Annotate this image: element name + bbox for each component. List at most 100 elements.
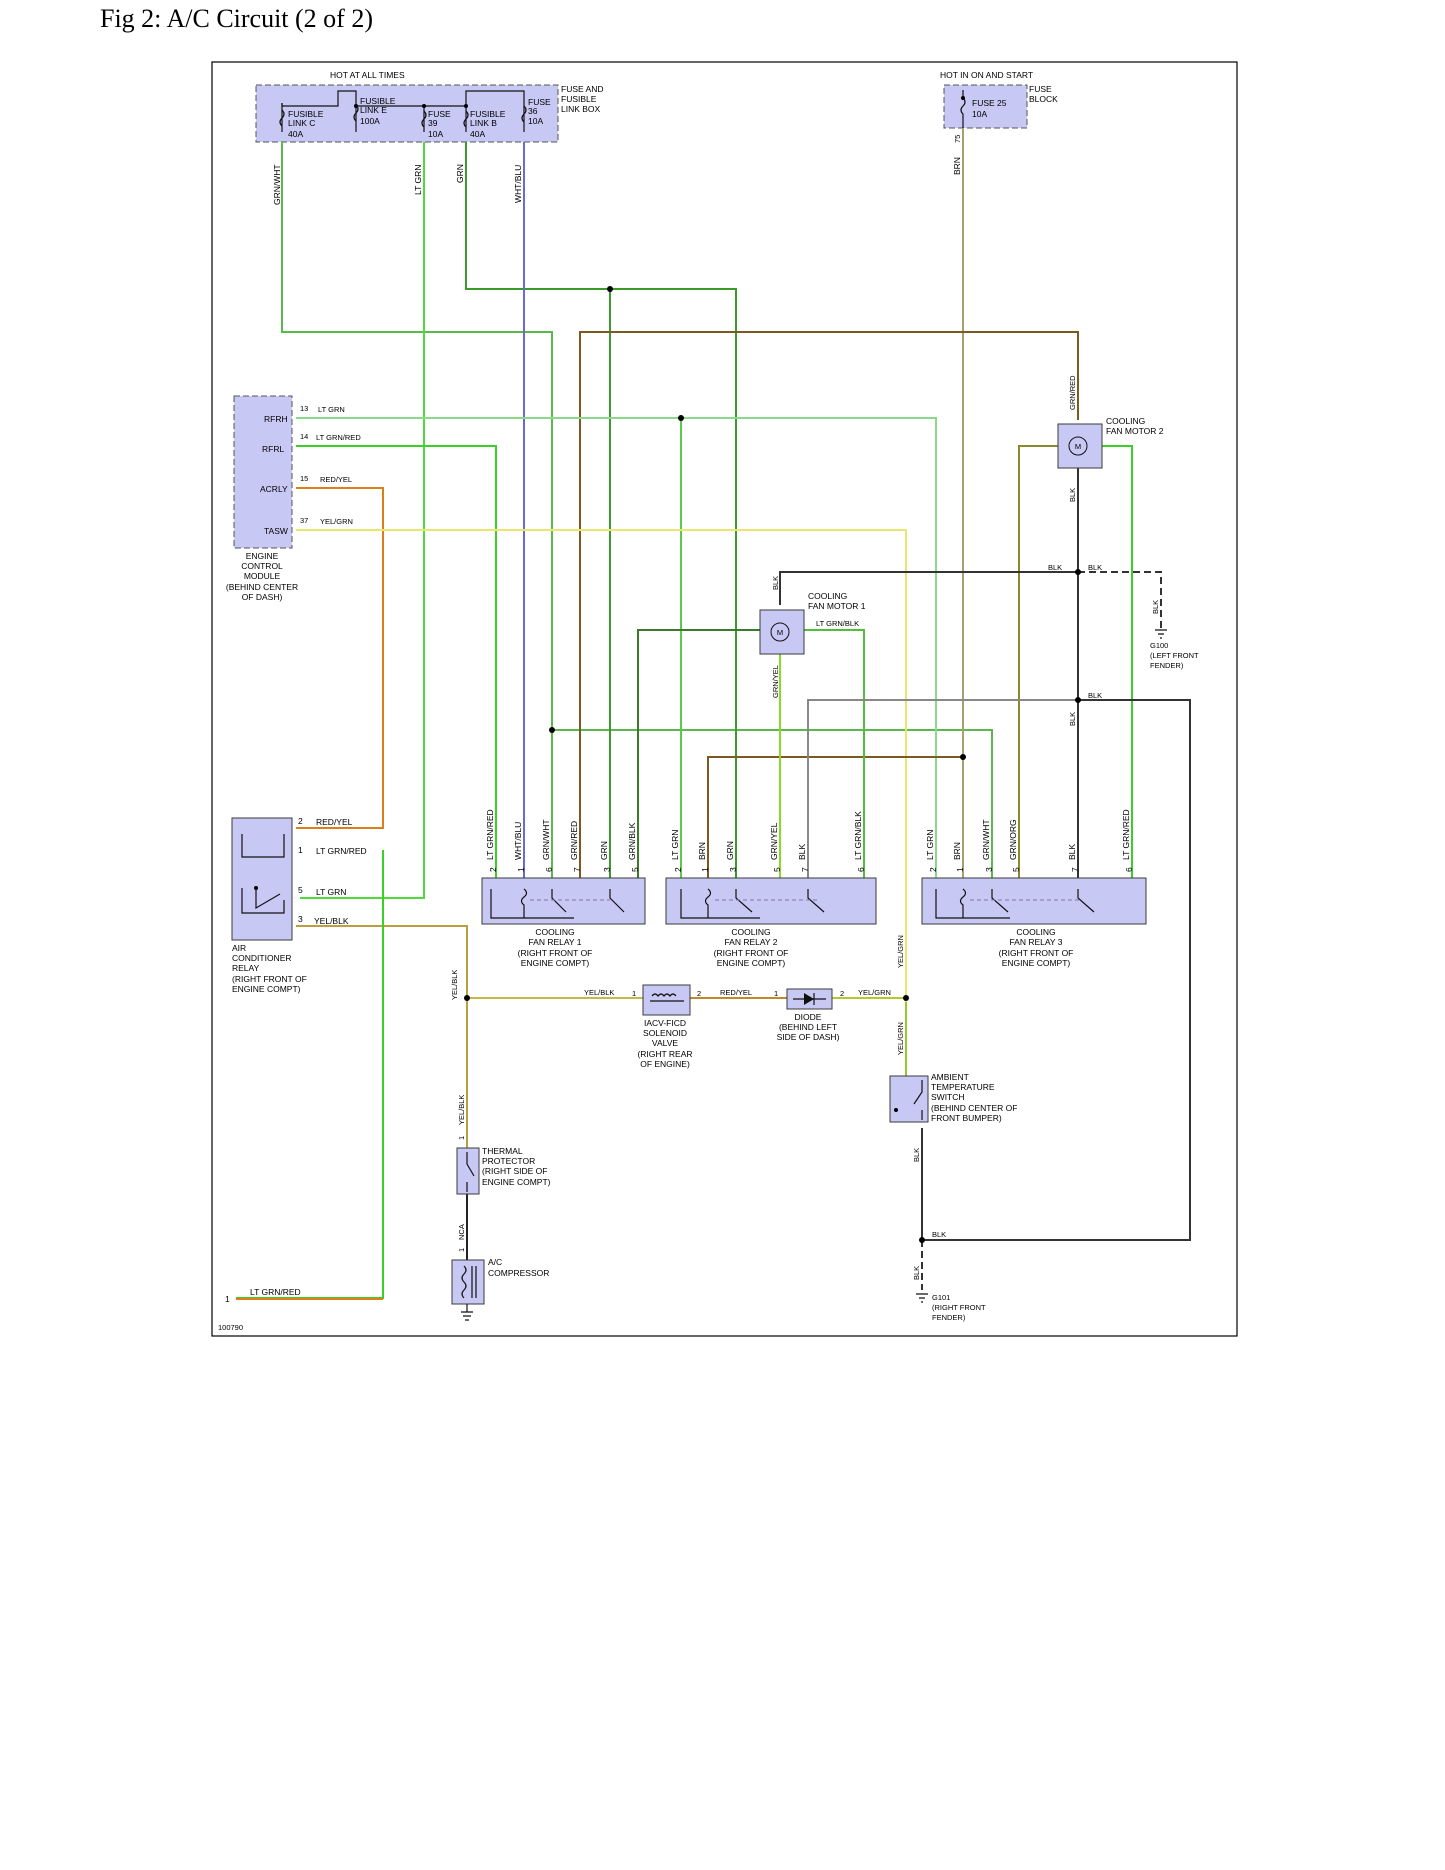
svg-text:FUSE: FUSE	[1029, 84, 1052, 94]
svg-text:BRN: BRN	[952, 157, 962, 175]
svg-text:1: 1	[298, 845, 303, 855]
svg-text:LINK B: LINK B	[470, 118, 497, 128]
svg-text:G100: G100	[1150, 641, 1168, 650]
svg-text:2: 2	[928, 867, 938, 872]
fuse-39: FUSE 39 10A	[421, 109, 451, 139]
thermal-protector	[456, 1147, 480, 1195]
svg-text:(BEHIND LEFT: (BEHIND LEFT	[779, 1022, 837, 1032]
ecm-label: ENGINE CONTROL MODULE (BEHIND CENTER OF …	[226, 551, 298, 602]
svg-text:LINK BOX: LINK BOX	[561, 104, 601, 114]
svg-text:1: 1	[632, 989, 636, 998]
relay-1-pin-labels: 2 LT GRN/RED 1 WHT/BLU 6 GRN/WHT 7 GRN/R…	[485, 809, 640, 872]
svg-text:RFRL: RFRL	[262, 444, 284, 454]
svg-text:(BEHIND CENTER OF: (BEHIND CENTER OF	[931, 1103, 1017, 1113]
svg-text:LT GRN: LT GRN	[670, 830, 680, 860]
svg-text:GRN: GRN	[725, 841, 735, 860]
svg-text:LT GRN/RED: LT GRN/RED	[250, 1287, 301, 1297]
svg-text:BRN: BRN	[952, 842, 962, 860]
svg-text:FUSE 25: FUSE 25	[972, 98, 1007, 108]
motor-1-blk-label: BLK	[771, 576, 780, 590]
svg-text:CONTROL: CONTROL	[241, 561, 283, 571]
svg-text:IACV-FICD: IACV-FICD	[644, 1018, 686, 1028]
svg-text:(RIGHT FRONT OF: (RIGHT FRONT OF	[714, 948, 789, 958]
svg-text:ACRLY: ACRLY	[260, 484, 288, 494]
svg-text:39: 39	[428, 118, 438, 128]
g101-blk-label: BLK	[932, 1230, 946, 1239]
junction-dots	[464, 286, 1081, 1243]
bottom-left-connector: 1 LT GRN/RED	[225, 1287, 301, 1304]
svg-text:LINK C: LINK C	[288, 118, 315, 128]
svg-text:OF ENGINE): OF ENGINE)	[640, 1059, 690, 1069]
svg-text:BLK: BLK	[1067, 844, 1077, 860]
figure-title: Fig 2: A/C Circuit (2 of 2)	[100, 4, 373, 33]
svg-text:2: 2	[697, 989, 701, 998]
svg-text:36: 36	[528, 106, 538, 116]
svg-text:(RIGHT FRONT: (RIGHT FRONT	[932, 1303, 986, 1312]
engine-control-module	[233, 395, 293, 549]
svg-text:1: 1	[225, 1294, 230, 1304]
diagram-id: 100790	[218, 1323, 243, 1332]
svg-text:6: 6	[856, 867, 866, 872]
svg-text:MODULE: MODULE	[244, 571, 281, 581]
svg-text:WHT/BLU: WHT/BLU	[513, 822, 523, 860]
g101-blk-vert-label: BLK	[912, 1266, 921, 1280]
svg-text:5: 5	[1011, 867, 1021, 872]
svg-text:CONDITIONER: CONDITIONER	[232, 953, 292, 963]
fuse-25: FUSE 25 10A	[960, 90, 1007, 128]
svg-text:(BEHIND CENTER: (BEHIND CENTER	[226, 582, 298, 592]
svg-text:FUSIBLE: FUSIBLE	[288, 109, 324, 119]
diode-label: DIODE (BEHIND LEFT SIDE OF DASH)	[777, 1012, 840, 1042]
svg-text:37: 37	[300, 516, 308, 525]
svg-text:(LEFT FRONT: (LEFT FRONT	[1150, 651, 1199, 660]
svg-text:(RIGHT FRONT OF: (RIGHT FRONT OF	[232, 974, 307, 984]
ambient-label: AMBIENT TEMPERATURE SWITCH (BEHIND CENTE…	[931, 1072, 1017, 1123]
svg-text:2: 2	[488, 867, 498, 872]
red-yel-iacv-label: RED/YEL	[720, 988, 752, 997]
svg-text:TEMPERATURE: TEMPERATURE	[931, 1082, 995, 1092]
svg-text:5: 5	[298, 885, 303, 895]
ambient-temperature-switch	[889, 1075, 929, 1123]
svg-text:RED/YEL: RED/YEL	[316, 817, 353, 827]
svg-text:FAN RELAY 2: FAN RELAY 2	[724, 937, 777, 947]
svg-text:3: 3	[298, 914, 303, 924]
svg-text:FAN RELAY 3: FAN RELAY 3	[1009, 937, 1062, 947]
compressor-pin-1: 1	[457, 1248, 466, 1252]
svg-text:10A: 10A	[972, 109, 987, 119]
svg-text:FAN MOTOR 1: FAN MOTOR 1	[808, 601, 866, 611]
svg-text:ENGINE COMPT): ENGINE COMPT)	[1002, 958, 1071, 968]
blk-label-vert: BLK	[1068, 712, 1077, 726]
svg-text:RED/YEL: RED/YEL	[320, 475, 352, 484]
svg-text:COOLING: COOLING	[808, 591, 847, 601]
svg-text:FUSIBLE: FUSIBLE	[470, 109, 506, 119]
svg-text:WHT/BLU: WHT/BLU	[513, 165, 523, 203]
svg-text:3: 3	[728, 867, 738, 872]
svg-text:G101: G101	[932, 1293, 950, 1302]
motor-2-grn-red-label: GRN/RED	[1068, 375, 1077, 410]
svg-text:FRONT BUMPER): FRONT BUMPER)	[931, 1113, 1002, 1123]
compressor-label: A/C COMPRESSOR	[488, 1257, 549, 1278]
svg-text:40A: 40A	[470, 129, 485, 139]
diode-yel-grn-label: YEL/GRN	[858, 988, 891, 997]
svg-text:FAN MOTOR 2: FAN MOTOR 2	[1106, 426, 1164, 436]
svg-text:LT GRN/RED: LT GRN/RED	[485, 809, 495, 860]
svg-text:15: 15	[300, 474, 308, 483]
motor-1-lt-grn-blk-label: LT GRN/BLK	[816, 619, 859, 628]
svg-text:GRN/WHT: GRN/WHT	[541, 819, 551, 860]
top-wire-labels: GRN/WHT LT GRN GRN WHT/BLU BRN	[272, 157, 962, 205]
ac-relay-yel-blk-label: YEL/BLK	[450, 970, 459, 1000]
svg-text:3: 3	[984, 867, 994, 872]
cooling-fan-relay-2	[665, 877, 877, 925]
svg-text:13: 13	[300, 404, 308, 413]
thermal-pin-1: 1	[457, 1136, 466, 1140]
blk-label-relay3: BLK	[1088, 691, 1102, 700]
svg-text:FAN RELAY 1: FAN RELAY 1	[528, 937, 581, 947]
ecm-pin-15: ACRLY 15 RED/YEL	[260, 474, 352, 494]
ecm-pin-37: TASW 37 YEL/GRN	[264, 516, 353, 536]
hot-at-all-times-label: HOT AT ALL TIMES	[330, 70, 405, 80]
svg-text:YEL/GRN: YEL/GRN	[320, 517, 353, 526]
svg-text:COOLING: COOLING	[731, 927, 770, 937]
svg-text:OF DASH): OF DASH)	[242, 592, 283, 602]
svg-text:LT GRN: LT GRN	[318, 405, 345, 414]
svg-text:FUSE: FUSE	[428, 109, 451, 119]
